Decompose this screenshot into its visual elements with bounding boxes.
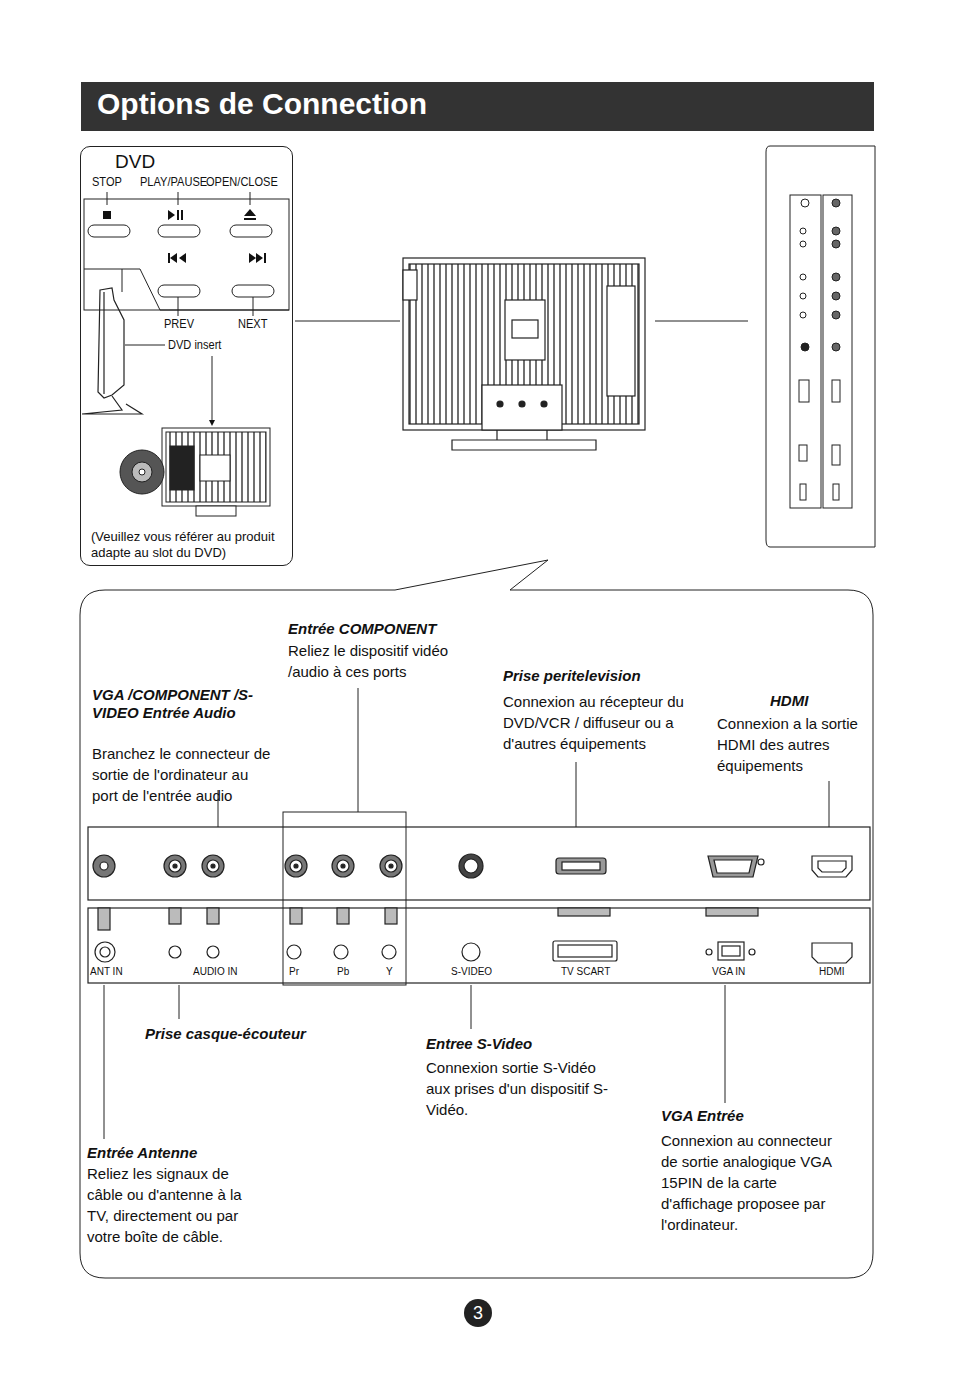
callout-text: Connexion a la sortie HDMI des autres éq… (717, 713, 872, 776)
callout-text: Reliez le dispositif vidéo /audio à ces … (288, 640, 466, 682)
port-label: Pb (337, 966, 349, 978)
port-label: S-VIDEO (451, 966, 492, 978)
port-label: VGA IN (712, 966, 745, 978)
port-label: Y (386, 966, 393, 978)
port-label: HDMI (819, 966, 845, 978)
callout-heading: VGA Entrée (661, 1107, 744, 1125)
button-label: PLAY/PAUSE (140, 174, 207, 189)
callout-heading: VGA /COMPONENT /S-VIDEO Entrée Audio (92, 686, 282, 722)
button-label: STOP (92, 174, 122, 189)
callout-text: Reliez les signaux de câble ou d'antenne… (87, 1163, 259, 1247)
button-label: OPEN/CLOSE (206, 174, 278, 189)
port-label: Pr (289, 966, 299, 978)
callout-heading: HDMI (770, 692, 808, 710)
callout-heading: Prise casque-écouteur (145, 1025, 306, 1043)
callout-heading: Entrée Antenne (87, 1144, 197, 1162)
callout-text: Branchez le connecteur de sortie de l'or… (92, 743, 274, 806)
part-label: DVD insert (168, 337, 221, 352)
dvd-panel: DVD (Veuillez vous référer au produit ada… (80, 146, 293, 566)
button-label: PREV (164, 316, 194, 331)
button-label: NEXT (238, 316, 267, 331)
page-number: 3 (472, 1302, 484, 1324)
port-label: AUDIO IN (193, 966, 237, 978)
port-label: ANT IN (90, 966, 123, 978)
panel-heading: DVD (115, 151, 155, 173)
callout-heading: Prise peritelevision (503, 667, 641, 685)
page-title: Options de Connection (97, 86, 427, 122)
callout-text: Connexion sortie S-Vidéo aux prises d'un… (426, 1057, 621, 1120)
callout-text: Connexion au connecteur de sortie analog… (661, 1130, 851, 1235)
panel-note: (Veuillez vous référer au produit adapte… (91, 529, 287, 561)
connector-panel: ANT IN AUDIO IN Pr Pb Y S-VIDEO TV SCART VGA IN… (88, 908, 870, 983)
callout-text: Connexion au récepteur du DVD/VCR / diff… (503, 691, 703, 754)
callout-heading: Entree S-Video (426, 1035, 532, 1053)
callout-heading: Entrée COMPONENT (288, 620, 436, 638)
port-label: TV SCART (561, 966, 610, 978)
